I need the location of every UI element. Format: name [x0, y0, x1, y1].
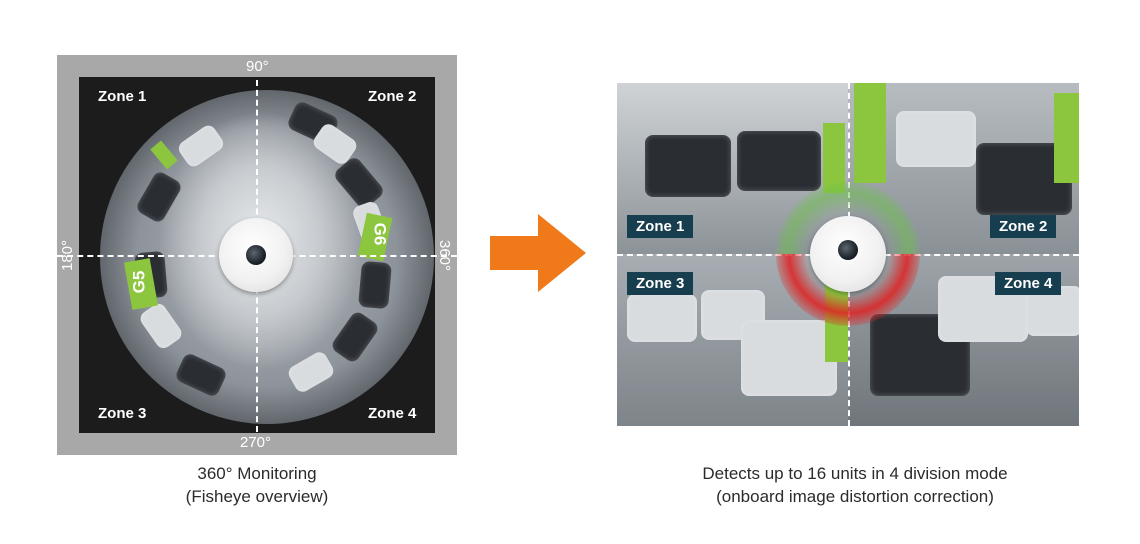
right-zone-2-label: Zone 2	[990, 215, 1057, 238]
right-caption: Detects up to 16 units in 4 division mod…	[620, 462, 1090, 508]
angle-bottom-label: 270°	[240, 434, 272, 451]
right-zone-1-label: Zone 1	[627, 215, 694, 238]
left-caption-line-1: 360° Monitoring	[197, 464, 317, 483]
angle-top-label: 90°	[246, 58, 269, 75]
angle-right-label: 360°	[436, 239, 454, 272]
arrow-head-icon	[538, 214, 586, 292]
arrow-right-icon	[490, 236, 540, 270]
right-zone-4-label: Zone 4	[995, 272, 1062, 295]
left-caption-line-2: (Fisheye overview)	[185, 487, 329, 506]
quad-camera-lens-icon	[838, 240, 858, 260]
left-caption: 360° Monitoring (Fisheye overview)	[107, 462, 407, 508]
right-zone-3-label: Zone 3	[627, 272, 694, 295]
quad-camera-icon	[810, 216, 886, 292]
left-zone-1-label: Zone 1	[98, 88, 147, 105]
left-zone-3-label: Zone 3	[98, 405, 147, 422]
right-caption-line-1: Detects up to 16 units in 4 division mod…	[702, 464, 1008, 483]
camera-lens-icon	[246, 245, 266, 265]
angle-left-label: 180°	[59, 239, 77, 272]
left-zone-4-label: Zone 4	[368, 405, 417, 422]
right-caption-line-2: (onboard image distortion correction)	[716, 487, 994, 506]
pillar-label-g6: G6	[370, 222, 390, 246]
camera-icon	[219, 218, 293, 292]
left-zone-2-label: Zone 2	[368, 88, 417, 105]
pillar-label-g5: G5	[129, 270, 149, 294]
quad-view-image: Zone 1 Zone 2 Zone 3 Zone 4	[617, 83, 1079, 426]
